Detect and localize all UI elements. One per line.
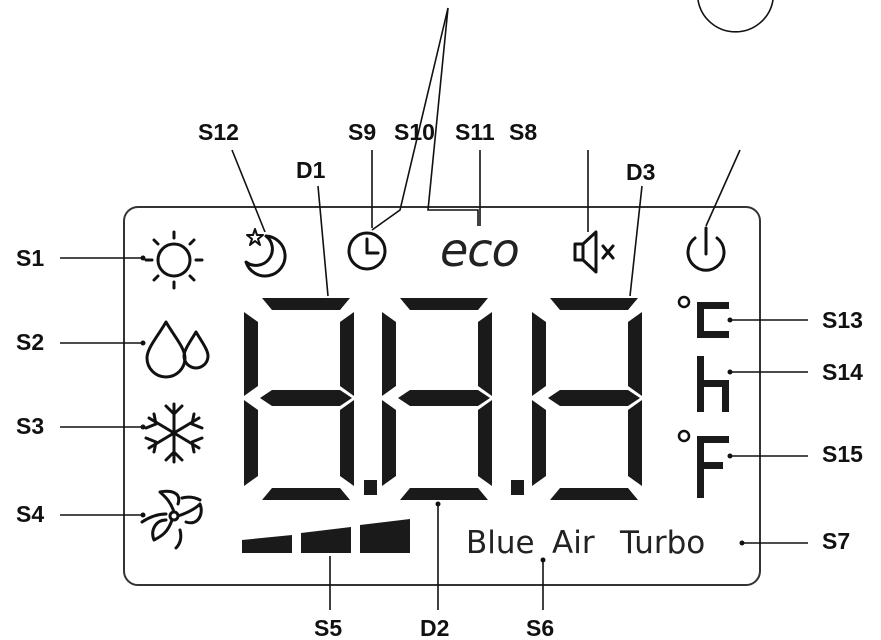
fan-speed-bar-1 xyxy=(242,535,292,553)
label-S7: S7 xyxy=(822,528,850,554)
label-S8: S8 xyxy=(509,119,537,145)
digit-D2 xyxy=(382,298,492,500)
mute-icon xyxy=(573,230,615,274)
label-S15: S15 xyxy=(822,441,863,467)
digit-D1 xyxy=(244,298,354,500)
fan-speed-bars xyxy=(242,519,410,553)
unit-celsius xyxy=(677,295,729,338)
water-drops-icon xyxy=(145,320,210,379)
label-S13: S13 xyxy=(822,307,863,333)
label-D3: D3 xyxy=(626,159,655,185)
decimal-point-1 xyxy=(364,480,377,495)
label-D2: D2 xyxy=(420,615,449,640)
label-S14: S14 xyxy=(822,359,863,385)
mode-air: Air xyxy=(552,525,595,561)
fan-icon xyxy=(140,489,203,550)
label-S1: S1 xyxy=(16,245,44,271)
power-icon xyxy=(686,226,726,272)
label-S5: S5 xyxy=(314,615,342,640)
label-S3: S3 xyxy=(16,413,44,439)
panel-frame xyxy=(123,206,761,586)
label-S2: S2 xyxy=(16,329,44,355)
digit-D3 xyxy=(532,298,642,500)
label-D1: D1 xyxy=(296,157,326,183)
mode-turbo: Turbo xyxy=(619,525,705,561)
top-leader-lines xyxy=(231,7,741,297)
fan-speed-bar-3 xyxy=(360,519,410,553)
label-S12: S12 xyxy=(198,119,239,145)
label-S10: S10 xyxy=(394,119,435,145)
label-S11: S11 xyxy=(455,119,495,145)
label-S6: S6 xyxy=(526,615,554,640)
unit-hour xyxy=(697,356,729,412)
mode-blue: Blue xyxy=(466,525,535,561)
label-S4: S4 xyxy=(16,501,44,527)
sun-icon xyxy=(144,230,204,290)
fan-speed-bar-2 xyxy=(301,527,351,553)
eco-icon: eco xyxy=(440,223,519,277)
snowflake-icon xyxy=(144,402,204,464)
clock-icon xyxy=(347,231,387,271)
top-circle-partial xyxy=(697,0,774,33)
sleep-moon-icon xyxy=(244,228,287,278)
label-S9: S9 xyxy=(348,119,376,145)
decimal-point-2 xyxy=(511,480,524,495)
unit-fahrenheit xyxy=(677,429,729,498)
